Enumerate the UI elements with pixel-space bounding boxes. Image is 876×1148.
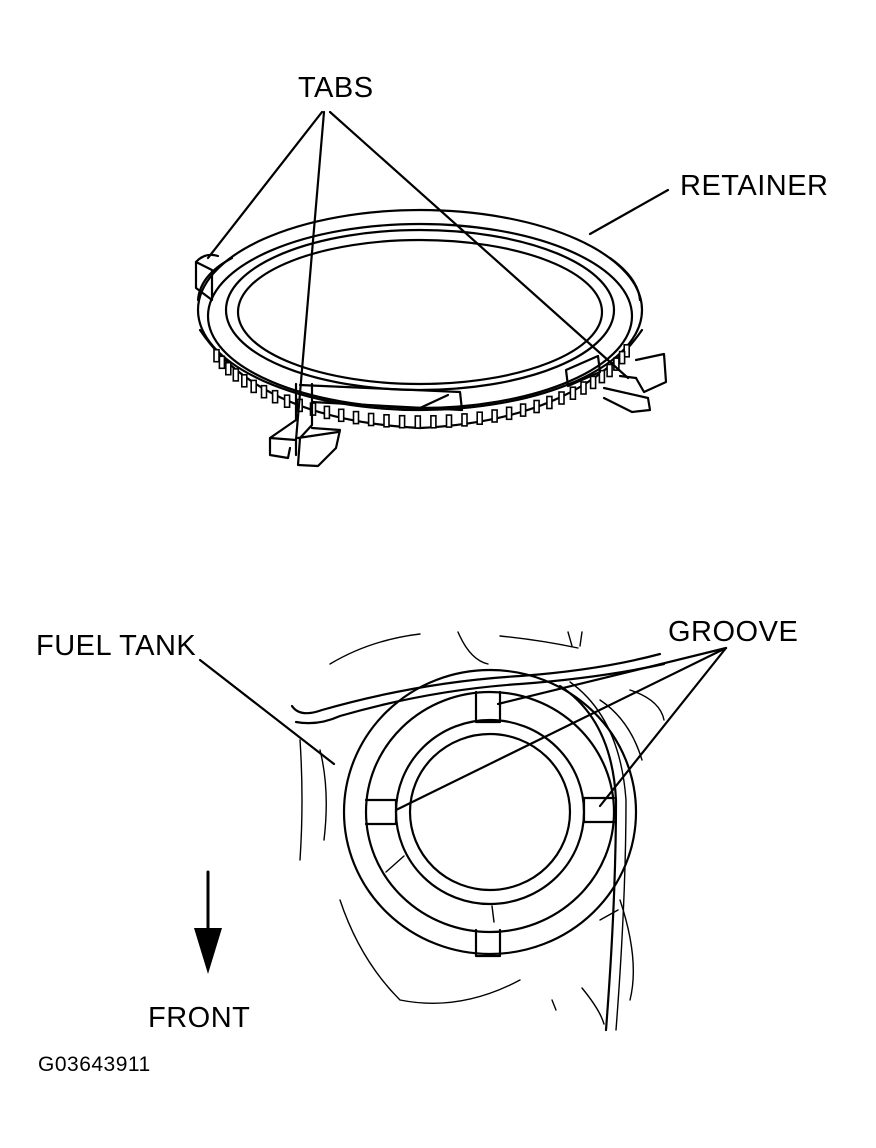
- front-arrow: [194, 870, 222, 974]
- retainer-tooth: [218, 355, 226, 370]
- retainer-tooth: [398, 414, 406, 429]
- retainer-tooth: [598, 369, 606, 384]
- retainer-tooth: [445, 414, 453, 428]
- retainer-tooth: [283, 394, 291, 409]
- retainer-tooth: [580, 381, 587, 395]
- retainer-tooth: [260, 384, 268, 399]
- fuel-tank-surface: [290, 631, 666, 1025]
- retainer-tooth: [558, 391, 565, 405]
- retainer-tooth: [232, 368, 240, 382]
- fuel-tank-label: FUEL TANK: [36, 630, 197, 662]
- retainer-tooth: [623, 343, 631, 358]
- retainer-tooth: [352, 410, 360, 425]
- tabs-leader-lines: [206, 110, 630, 442]
- groove-label: GROOVE: [668, 616, 799, 648]
- retainer-tooth: [505, 406, 513, 421]
- retainer-tooth: [461, 413, 468, 427]
- retainer-tooth: [271, 389, 279, 404]
- fuel-tank-leader-line: [198, 658, 336, 766]
- retainer-tooth: [414, 415, 422, 429]
- retainer-tab-right: [564, 352, 668, 414]
- retainer-tooth: [491, 409, 498, 423]
- retainer-label: RETAINER: [680, 170, 829, 202]
- retainer-teeth: [213, 343, 631, 429]
- front-label: FRONT: [148, 1002, 251, 1034]
- groove-leader-lines: [394, 646, 728, 812]
- retainer-tooth: [337, 408, 345, 423]
- fuel-pump-flange: [342, 668, 638, 1032]
- retainer-tooth: [589, 375, 597, 390]
- figure-code: G03643911: [38, 1053, 151, 1076]
- retainer-tooth: [430, 414, 437, 429]
- retainer-tooth: [533, 399, 540, 414]
- retainer-tab-left: [194, 253, 220, 302]
- retainer-tooth: [213, 348, 220, 363]
- retainer-tooth: [606, 363, 613, 378]
- retainer-tooth: [546, 395, 553, 410]
- retainer-tooth: [250, 379, 257, 394]
- retainer-tooth: [569, 386, 577, 401]
- retainer-tooth: [383, 413, 390, 428]
- retainer-tooth: [367, 412, 375, 427]
- retainer-tooth: [476, 411, 484, 426]
- retainer-tooth: [225, 361, 232, 376]
- retainer-tooth: [618, 350, 626, 365]
- retainer-tooth: [323, 405, 331, 420]
- tabs-label: TABS: [298, 72, 374, 104]
- retainer-ring: [196, 208, 644, 430]
- retainer-tab-front: [268, 382, 464, 468]
- retainer-leader-line: [588, 188, 670, 236]
- retainer-tooth: [519, 403, 527, 417]
- retainer-tooth: [241, 373, 248, 388]
